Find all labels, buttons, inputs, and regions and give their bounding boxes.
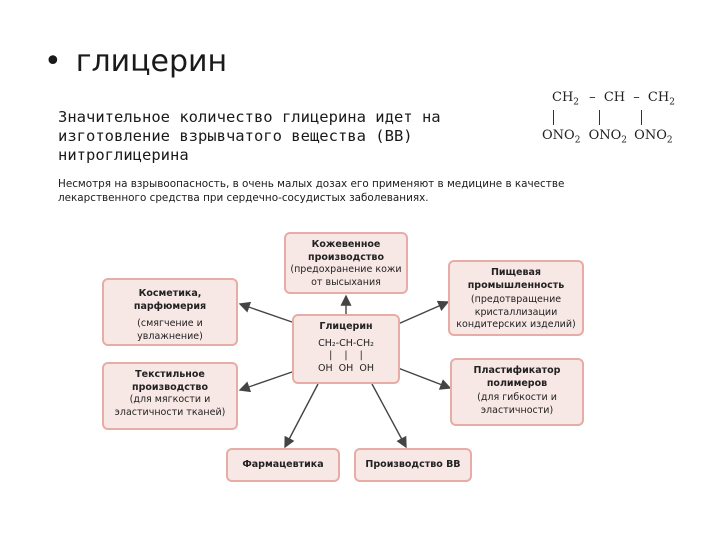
arrow-to-explosives [371,383,407,449]
arrow-to-plastic [397,367,452,390]
bond-line [553,110,554,125]
box-leather: Кожевенное производство (предохранение к… [284,232,408,294]
box-glycerin: Глицерин CH₂-CH-CH₂ | | | OH OH OH [292,314,400,384]
box-plastic: Пластификатор полимеров (для гибкости и … [450,358,584,426]
arrow-to-cosmetics [238,301,293,323]
intro-text: Значительное количество глицерина идет н… [58,108,441,164]
formula-carbon-chain: CH2 – CH – CH2 [552,90,675,108]
arrow-to-pharma [284,383,319,449]
title-text: глицерин [75,44,228,79]
box-food: Пищевая промышленность (предотвращение к… [448,260,584,336]
note-text: Несмотря на взрывоопасность, в очень мал… [58,178,565,204]
slide-title: • глицерин [44,44,227,79]
arrow-to-food [397,300,450,325]
box-explosives: Производство ВВ [354,448,472,482]
box-cosmetics: Косметика, парфюмерия (смягчение и увлаж… [102,278,238,346]
bond-line [641,110,642,125]
bond-line [599,110,600,125]
formula-groups: ONO2 ONO2 ONO2 [542,128,673,146]
arrow-to-textile [238,371,293,393]
box-pharma: Фармацевтика [226,448,340,482]
bullet-icon: • [44,44,62,79]
box-textile: Текстильное производство (для мягкости и… [102,362,238,430]
